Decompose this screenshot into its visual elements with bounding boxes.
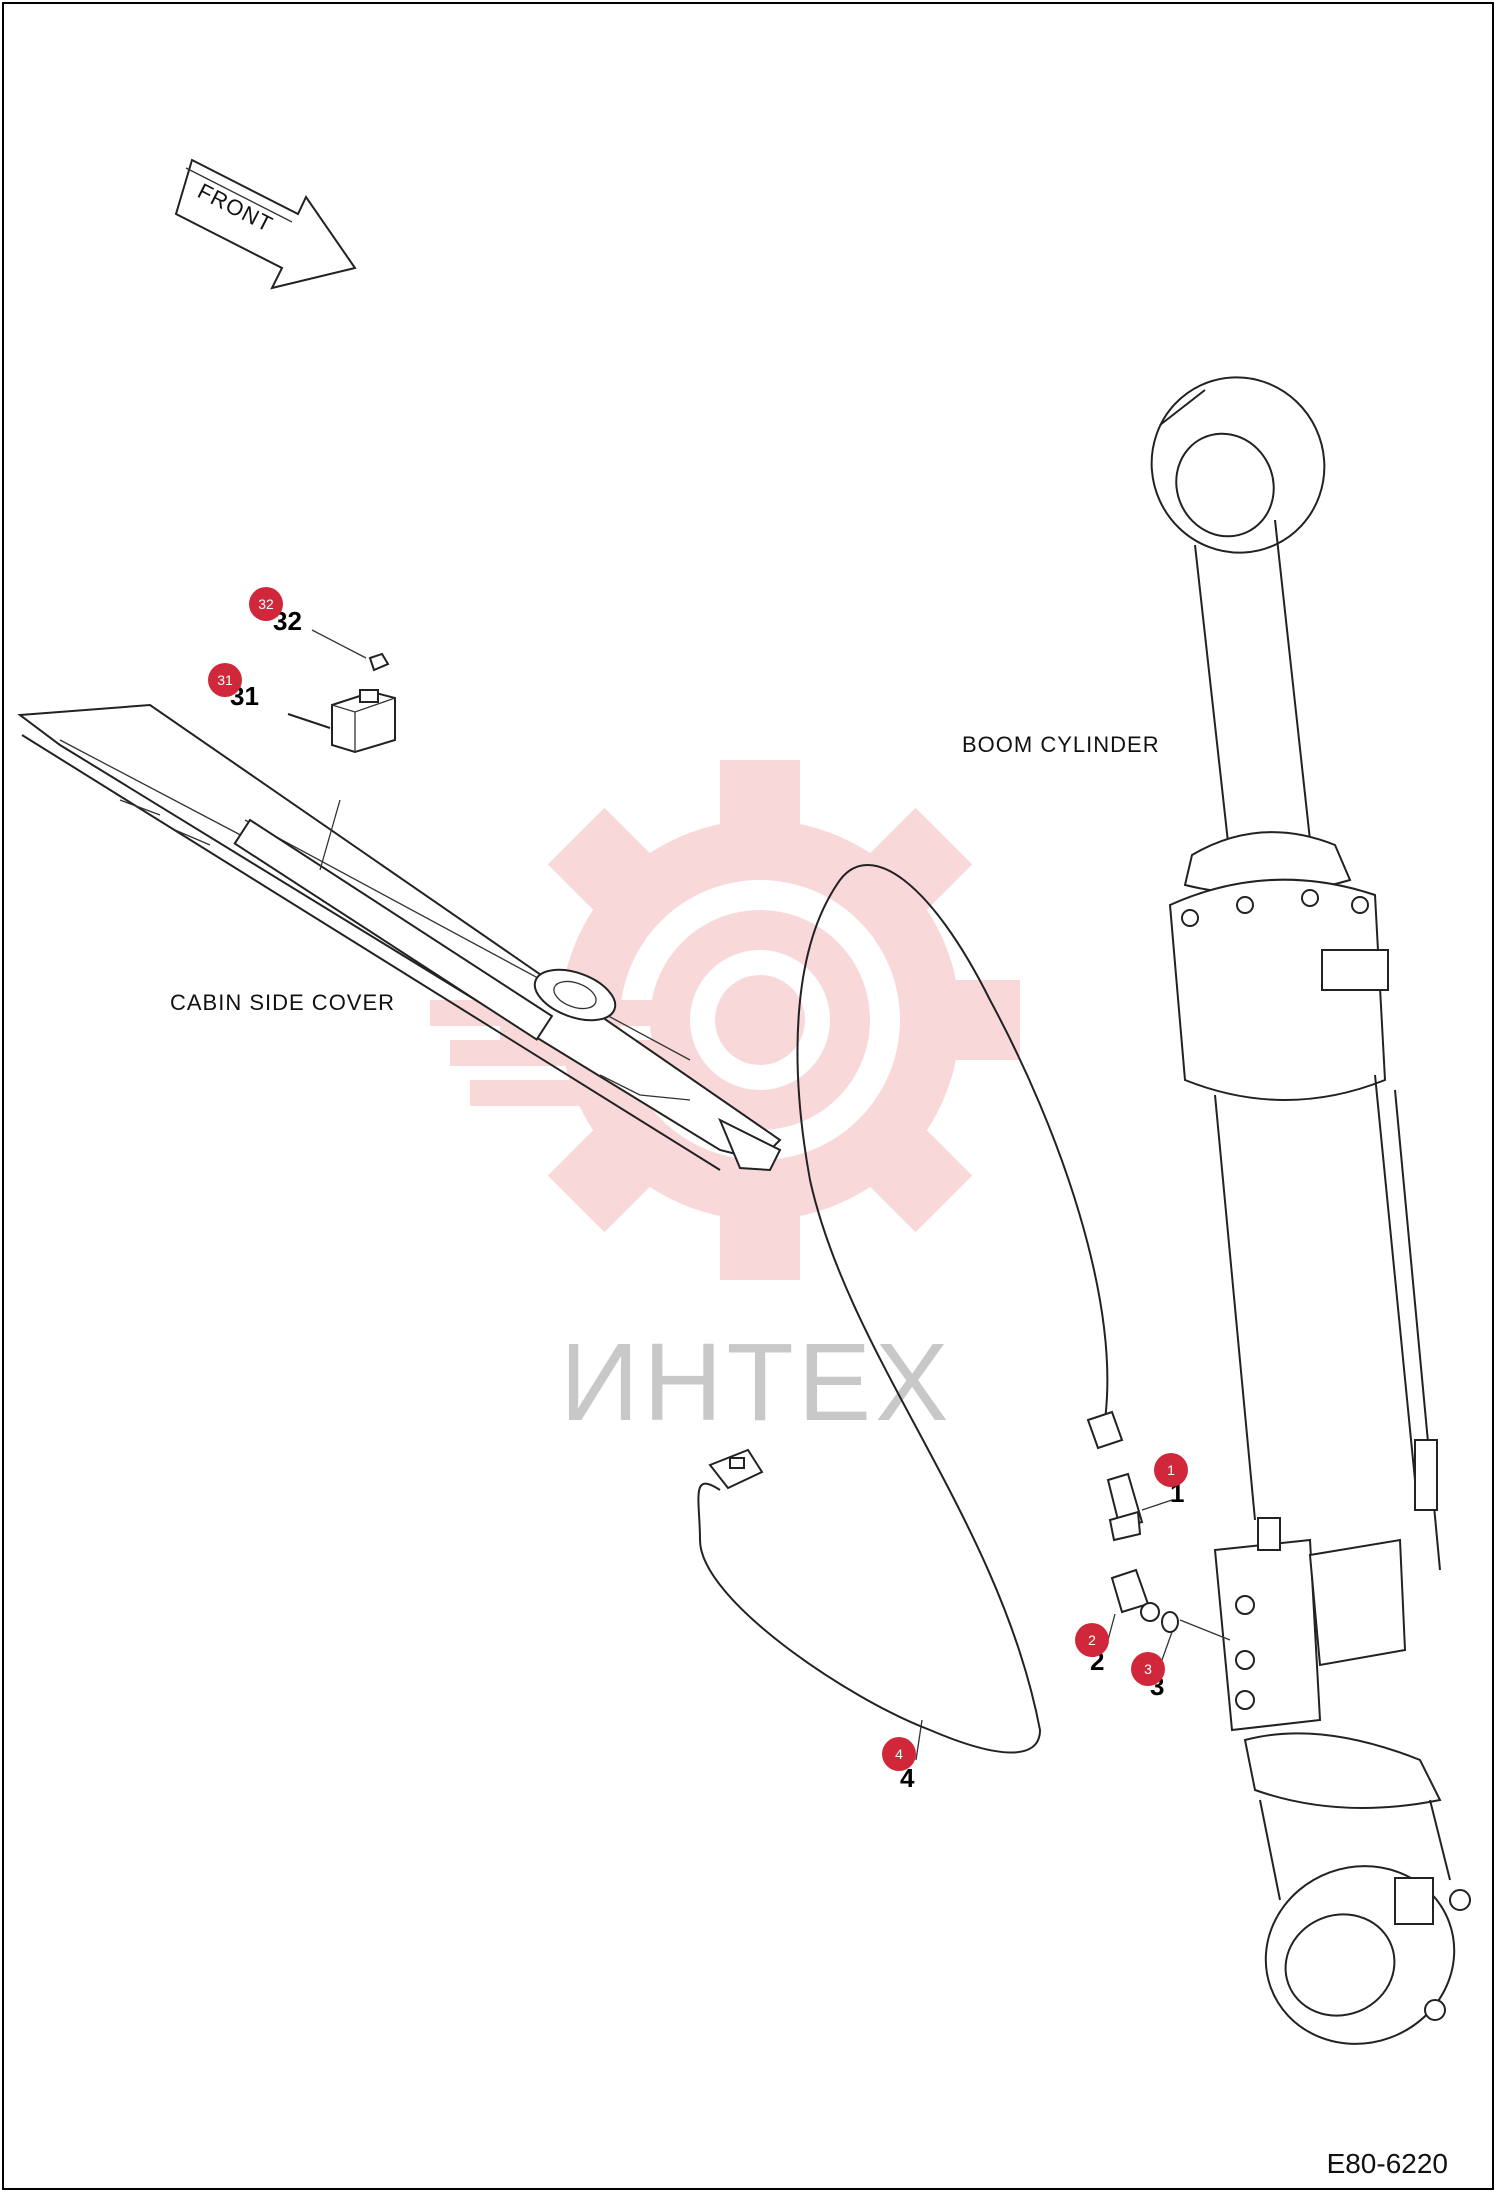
elbow-part-2 <box>1107 1568 1160 1641</box>
svg-text:4: 4 <box>895 1746 903 1762</box>
switch-part-31 <box>287 689 396 871</box>
callout-4[interactable]: 4 <box>882 1737 916 1771</box>
callout-32[interactable]: 32 <box>249 587 283 621</box>
part-number-4: 4 <box>900 1763 915 1793</box>
svg-text:32: 32 <box>258 596 274 612</box>
drawing-code: E80-6220 <box>1326 2148 1448 2179</box>
svg-text:2: 2 <box>1088 1632 1096 1648</box>
wire-harness-part-4 <box>697 864 1124 1761</box>
pressure-switch-part-1 <box>1106 1472 1173 1542</box>
o-ring-part-3 <box>1161 1611 1231 1661</box>
watermark-text: ИНТЕХ <box>560 1321 952 1444</box>
svg-text:31: 31 <box>217 672 233 688</box>
cabin-side-cover-label: CABIN SIDE COVER <box>170 990 395 1015</box>
svg-text:1: 1 <box>1167 1462 1175 1478</box>
callout-1[interactable]: 1 <box>1154 1453 1188 1487</box>
callout-31[interactable]: 31 <box>208 663 242 697</box>
front-arrow: FRONT <box>174 158 357 290</box>
callout-3[interactable]: 3 <box>1131 1652 1165 1686</box>
boom-cylinder: BOOM CYLINDER <box>962 376 1471 2045</box>
cabin-side-cover: CABIN SIDE COVER <box>17 703 782 1172</box>
boom-cylinder-label: BOOM CYLINDER <box>962 732 1160 757</box>
svg-text:3: 3 <box>1144 1661 1152 1677</box>
callout-2[interactable]: 2 <box>1075 1623 1109 1657</box>
clip-part-32 <box>311 629 390 672</box>
